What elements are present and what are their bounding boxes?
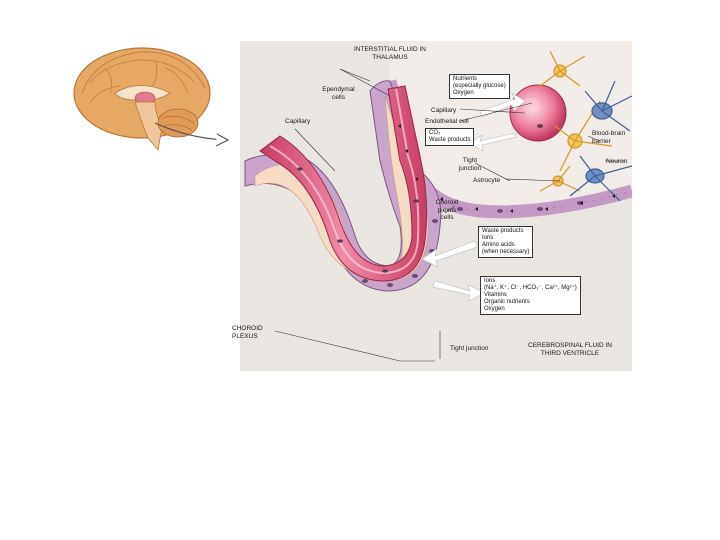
nutrients-line: (especially glucose): [453, 83, 506, 89]
ions-line: Vitamins: [484, 292, 507, 298]
ions-line: Ions: [484, 278, 496, 284]
waste-co2-line: Waste products: [429, 137, 471, 143]
waste-co2-line: CO₂: [429, 130, 441, 136]
neurons: [569, 80, 632, 202]
nutrients-box: Nutrients (especially glucose) Oxygen: [449, 74, 510, 99]
csf-title: CEREBROSPINAL FLUID IN THIRD VENTRICLE: [515, 342, 625, 357]
waste-ions-line: Waste products: [482, 228, 524, 234]
tight-junction-upper-line2: junction: [458, 164, 482, 172]
choroid-cells-line1: Choroid: [435, 199, 459, 206]
ions-nutrients-box: Ions (Na⁺, K⁺, Cl⁻, HCO₃⁻, Ca²⁺, Mg²⁺) V…: [480, 276, 581, 315]
choroid-plexus-label: CHOROID PLEXUS: [232, 325, 263, 340]
choroid-plexus-line1: CHOROID: [232, 325, 263, 332]
waste-co2-box: CO₂ Waste products: [425, 128, 475, 146]
nutrients-line: Nutrients: [453, 76, 478, 82]
isf-title: INTERSTITIAL FLUID IN THALAMUS: [335, 46, 445, 61]
pointer-lines: [274, 68, 625, 362]
tight-junction-upper-line1: Tight: [462, 157, 478, 164]
capillary-nuclei: [297, 167, 419, 273]
brain-capillary: [509, 84, 567, 142]
isf-title-line2: THALAMUS: [372, 53, 408, 61]
ependymal-label-line2: cells: [331, 93, 345, 101]
csf-title-line1: CEREBROSPINAL FLUID IN: [528, 342, 612, 349]
isf-title-line1: INTERSTITIAL FLUID IN: [354, 46, 426, 53]
bbb-label-line1: Blood-brain: [592, 130, 626, 137]
choroid-plexus-cells-label: Choroid plexus cells: [428, 199, 466, 222]
brain-illustration: [73, 47, 230, 151]
tight-junction-upper-label: Tight junction: [455, 157, 485, 172]
waste-ions-box: Waste products Ions Amino acids (when ne…: [478, 226, 534, 258]
ependymal-cells-label: Ependymal cells: [316, 86, 361, 101]
ependymal-label-line1: Ependymal: [322, 86, 355, 93]
waste-ions-line: (when necessary): [482, 249, 530, 255]
choroid-cells-line3: cells: [440, 214, 454, 221]
csf-title-line2: THIRD VENTRICLE: [540, 349, 600, 357]
nutrients-line: Oxygen: [453, 90, 474, 96]
neuron-label: Neuron: [606, 158, 628, 165]
tight-junction-lower-label: Tight junction: [450, 345, 489, 352]
endothelial-label: Endothelial cell: [425, 118, 469, 125]
choroid-plexus-line2: PLEXUS: [232, 332, 258, 340]
astrocyte-label: Astrocyte: [473, 177, 501, 184]
ions-line: (Na⁺, K⁺, Cl⁻, HCO₃⁻, Ca²⁺, Mg²⁺): [484, 285, 577, 291]
choroid-plexus-diagram: [240, 41, 632, 371]
waste-ions-line: Amino acids: [482, 242, 515, 248]
bbb-label-line2: barrier: [592, 137, 611, 145]
ions-line: Organic nutrients: [484, 299, 530, 305]
choroid-cells-line2: plexus: [437, 206, 457, 214]
capillary-left-label: Capillary: [285, 118, 311, 125]
tight-junction-markers: [398, 124, 615, 213]
ions-line: Oxygen: [484, 306, 505, 312]
bbb-label: Blood-brain barrier: [592, 130, 625, 145]
capillary-top-label: Capillary: [431, 107, 457, 114]
waste-ions-line: Ions: [482, 235, 494, 241]
